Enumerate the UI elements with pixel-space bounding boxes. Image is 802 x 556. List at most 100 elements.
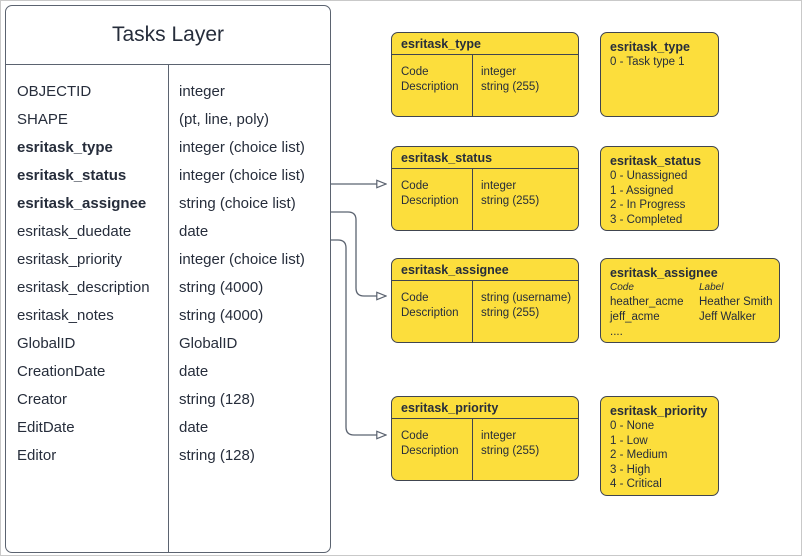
value-list-item: 4 - Critical <box>610 478 662 490</box>
domain-table-type: esritask_type Code Description integer s… <box>391 32 579 117</box>
domain-field-types: integer string (255) <box>472 65 539 95</box>
table-row: esritask_notes string (4000) <box>6 301 330 329</box>
value-list-priority: esritask_priority 0 - None 1 - Low 2 - M… <box>600 396 719 496</box>
value-list-title: esritask_status <box>610 154 702 168</box>
value-list-assignee: esritask_assignee Code Label heather_acm… <box>600 258 780 343</box>
domain-field-type: integer <box>481 66 517 78</box>
table-row: Editor string (128) <box>6 441 330 469</box>
domain-table-title: esritask_status <box>392 147 578 169</box>
value-list-item: 1 - Low <box>610 434 648 447</box>
tasks-layer-table: Tasks Layer OBJECTID integer SHAPE (pt, … <box>5 5 331 553</box>
domain-field-names: Code Description <box>392 291 472 321</box>
value-list-item: 2 - In Progress <box>610 199 686 211</box>
value-code: jeff_acme <box>610 311 660 323</box>
column-divider <box>168 65 170 552</box>
domain-field-name: Description <box>401 81 459 93</box>
field-name: Creator <box>17 390 68 408</box>
field-type: string (4000) <box>179 278 264 296</box>
connector-assignee <box>330 211 386 296</box>
domain-field-type: integer <box>481 180 517 192</box>
table-row: esritask_priority integer (choice list) <box>6 245 330 273</box>
domain-field-names: Code Description <box>392 429 472 459</box>
domain-table-priority: esritask_priority Code Description integ… <box>391 396 579 481</box>
field-list: OBJECTID integer SHAPE (pt, line, poly) … <box>6 77 330 469</box>
field-type: date <box>179 362 209 380</box>
domain-field-type: string (255) <box>481 445 540 457</box>
field-type: integer <box>179 82 225 100</box>
field-type: date <box>179 222 209 240</box>
value-list-item: 3 - Completed <box>610 213 683 226</box>
domain-table-title: esritask_type <box>392 33 578 55</box>
field-name: esritask_assignee <box>17 194 147 212</box>
field-type: integer (choice list) <box>179 250 305 268</box>
table-row: SHAPE (pt, line, poly) <box>6 105 330 133</box>
field-name: CreationDate <box>17 362 106 380</box>
value-list-status: esritask_status 0 - Unassigned 1 - Assig… <box>600 146 719 231</box>
domain-field-type: string (255) <box>481 307 540 319</box>
tasks-layer-body: OBJECTID integer SHAPE (pt, line, poly) … <box>6 65 330 552</box>
field-name: esritask_type <box>17 138 113 156</box>
page-title: Tasks Layer <box>6 6 330 65</box>
field-name: esritask_notes <box>17 306 114 324</box>
field-type: string (128) <box>179 390 255 408</box>
domain-table-title: esritask_priority <box>392 397 578 419</box>
field-type: string (choice list) <box>179 194 296 212</box>
field-name: esritask_status <box>17 166 127 184</box>
value-list-title: esritask_priority <box>610 404 708 418</box>
value-list-type: esritask_type 0 - Task type 1 <box>600 32 719 117</box>
value-list-title: esritask_assignee <box>610 266 718 280</box>
field-type: (pt, line, poly) <box>179 110 270 128</box>
domain-table-body: Code Description integer string (255) <box>392 55 578 116</box>
value-label: Heather Smith <box>699 296 773 308</box>
domain-table-split <box>472 55 474 116</box>
value-list-ellipsis: .... <box>610 326 623 338</box>
value-code: heather_acme <box>610 296 684 308</box>
value-list-title: esritask_type <box>610 40 690 54</box>
domain-field-type: integer <box>481 430 517 442</box>
table-row: esritask_description string (4000) <box>6 273 330 301</box>
field-name: OBJECTID <box>17 82 92 100</box>
table-row: OBJECTID integer <box>6 77 330 105</box>
table-row: GlobalID GlobalID <box>6 329 330 357</box>
table-row: esritask_type integer (choice list) <box>6 133 330 161</box>
value-list-item: 0 - Task type 1 <box>610 56 685 68</box>
field-type: integer (choice list) <box>179 166 305 184</box>
field-name: esritask_description <box>17 278 150 296</box>
domain-field-name: Code <box>401 66 429 78</box>
field-type: string (4000) <box>179 306 264 324</box>
domain-field-name: Description <box>401 307 459 319</box>
value-list-item: 3 - High <box>610 463 651 476</box>
domain-field-names: Code Description <box>392 65 472 95</box>
domain-field-type: string (255) <box>481 195 540 207</box>
domain-table-split <box>472 281 474 342</box>
value-list-header: Code Label <box>610 281 779 295</box>
domain-field-names: Code Description <box>392 179 472 209</box>
list-item: jeff_acme Jeff Walker <box>610 310 779 325</box>
table-row: esritask_status integer (choice list) <box>6 161 330 189</box>
domain-table-body: Code Description string (username) strin… <box>392 281 578 342</box>
domain-field-name: Code <box>401 430 429 442</box>
domain-table-assignee: esritask_assignee Code Description strin… <box>391 258 579 343</box>
table-row: EditDate date <box>6 413 330 441</box>
domain-table-status: esritask_status Code Description integer… <box>391 146 579 231</box>
field-type: string (128) <box>179 446 255 464</box>
table-row: Creator string (128) <box>6 385 330 413</box>
domain-table-body: Code Description integer string (255) <box>392 169 578 230</box>
domain-field-type: string (username) <box>481 292 572 304</box>
field-type: GlobalID <box>179 334 238 352</box>
domain-field-name: Code <box>401 180 429 192</box>
domain-field-name: Description <box>401 195 459 207</box>
table-row: esritask_duedate date <box>6 217 330 245</box>
domain-table-title: esritask_assignee <box>392 259 578 281</box>
field-name: GlobalID <box>17 334 76 352</box>
value-list-header-code: Code <box>610 282 634 293</box>
table-row: CreationDate date <box>6 357 330 385</box>
field-name: esritask_priority <box>17 250 123 268</box>
value-list-item: 1 - Assigned <box>610 184 674 197</box>
domain-field-types: integer string (255) <box>472 429 539 459</box>
connector-priority <box>330 239 386 435</box>
domain-table-body: Code Description integer string (255) <box>392 419 578 480</box>
value-label: Jeff Walker <box>699 311 756 323</box>
value-list-item: 0 - None <box>610 420 655 432</box>
